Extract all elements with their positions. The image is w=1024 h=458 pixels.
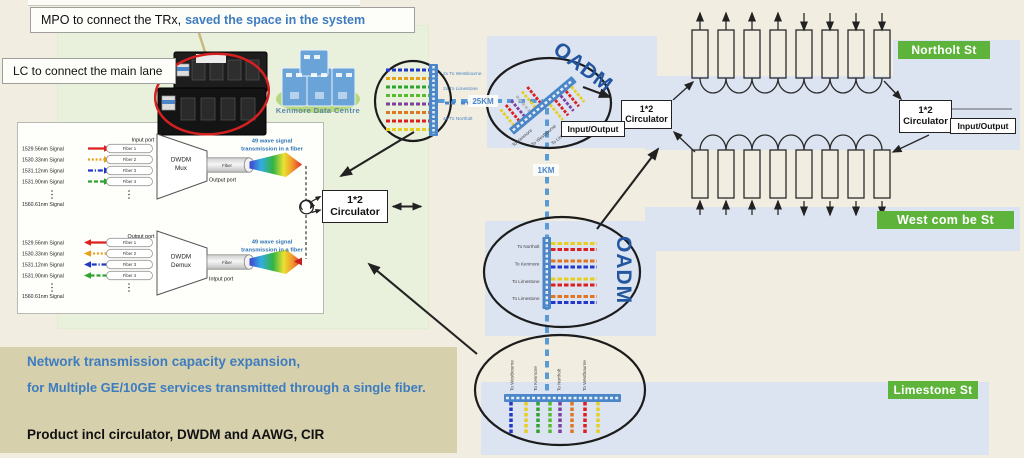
fanout-label-2: 4x To Northolt <box>443 116 473 122</box>
street-westcombe: West com be St <box>877 211 1014 229</box>
footer-line-1: Network transmission capacity expansion, <box>27 354 301 369</box>
street-northolt: Northolt St <box>898 41 990 59</box>
panel-ring-top <box>645 76 1020 150</box>
panel-oadm-mid <box>485 221 656 336</box>
distance-1km: 1KM <box>533 164 559 176</box>
fanout-label-0: 2x To Westbourne <box>443 71 482 77</box>
fanout-label-1: 2x To Limestone <box>443 86 478 92</box>
footer-line-3: Product incl circulator, DWDM and AAWG, … <box>27 427 325 442</box>
distance-25km: 25KM <box>468 95 498 107</box>
circulator-box-main: 1*2 Circulator <box>322 190 388 223</box>
footer-line-2: for Multiple GE/10GE services transmitte… <box>27 380 426 395</box>
circulator-box-ring-left: 1*2 Circulator <box>621 100 672 129</box>
circulator-main-line1: 1*2 <box>347 193 363 206</box>
panel-footer <box>0 347 457 453</box>
lc-callout-text: LC to connect the main lane <box>13 64 163 78</box>
mpo-callout-highlight: saved the space in the system <box>185 13 366 27</box>
top-strip <box>28 0 360 6</box>
datacentre-label: Kenmore Data Centre <box>275 106 361 115</box>
circulator-left-line1: 1*2 <box>639 103 654 114</box>
io-box-oadm: Input/Output <box>561 121 625 137</box>
lc-callout: LC to connect the main lane <box>2 58 176 84</box>
io-box-ring: Input/Output <box>950 118 1016 134</box>
circulator-right-line1: 1*2 <box>918 105 933 117</box>
mpo-callout-text: MPO to connect the TRx, <box>41 13 182 27</box>
circulator-left-line2: Circulator <box>625 113 668 124</box>
circulator-main-line2: Circulator <box>330 205 380 218</box>
circulator-right-line2: Circulator <box>903 115 948 127</box>
circulator-box-ring-right: 1*2 Circulator <box>899 100 952 133</box>
mpo-callout: MPO to connect the TRx, saved the space … <box>30 7 415 33</box>
panel-dwdm-diagram <box>17 122 324 314</box>
street-limestone: Limestone St <box>888 381 978 399</box>
